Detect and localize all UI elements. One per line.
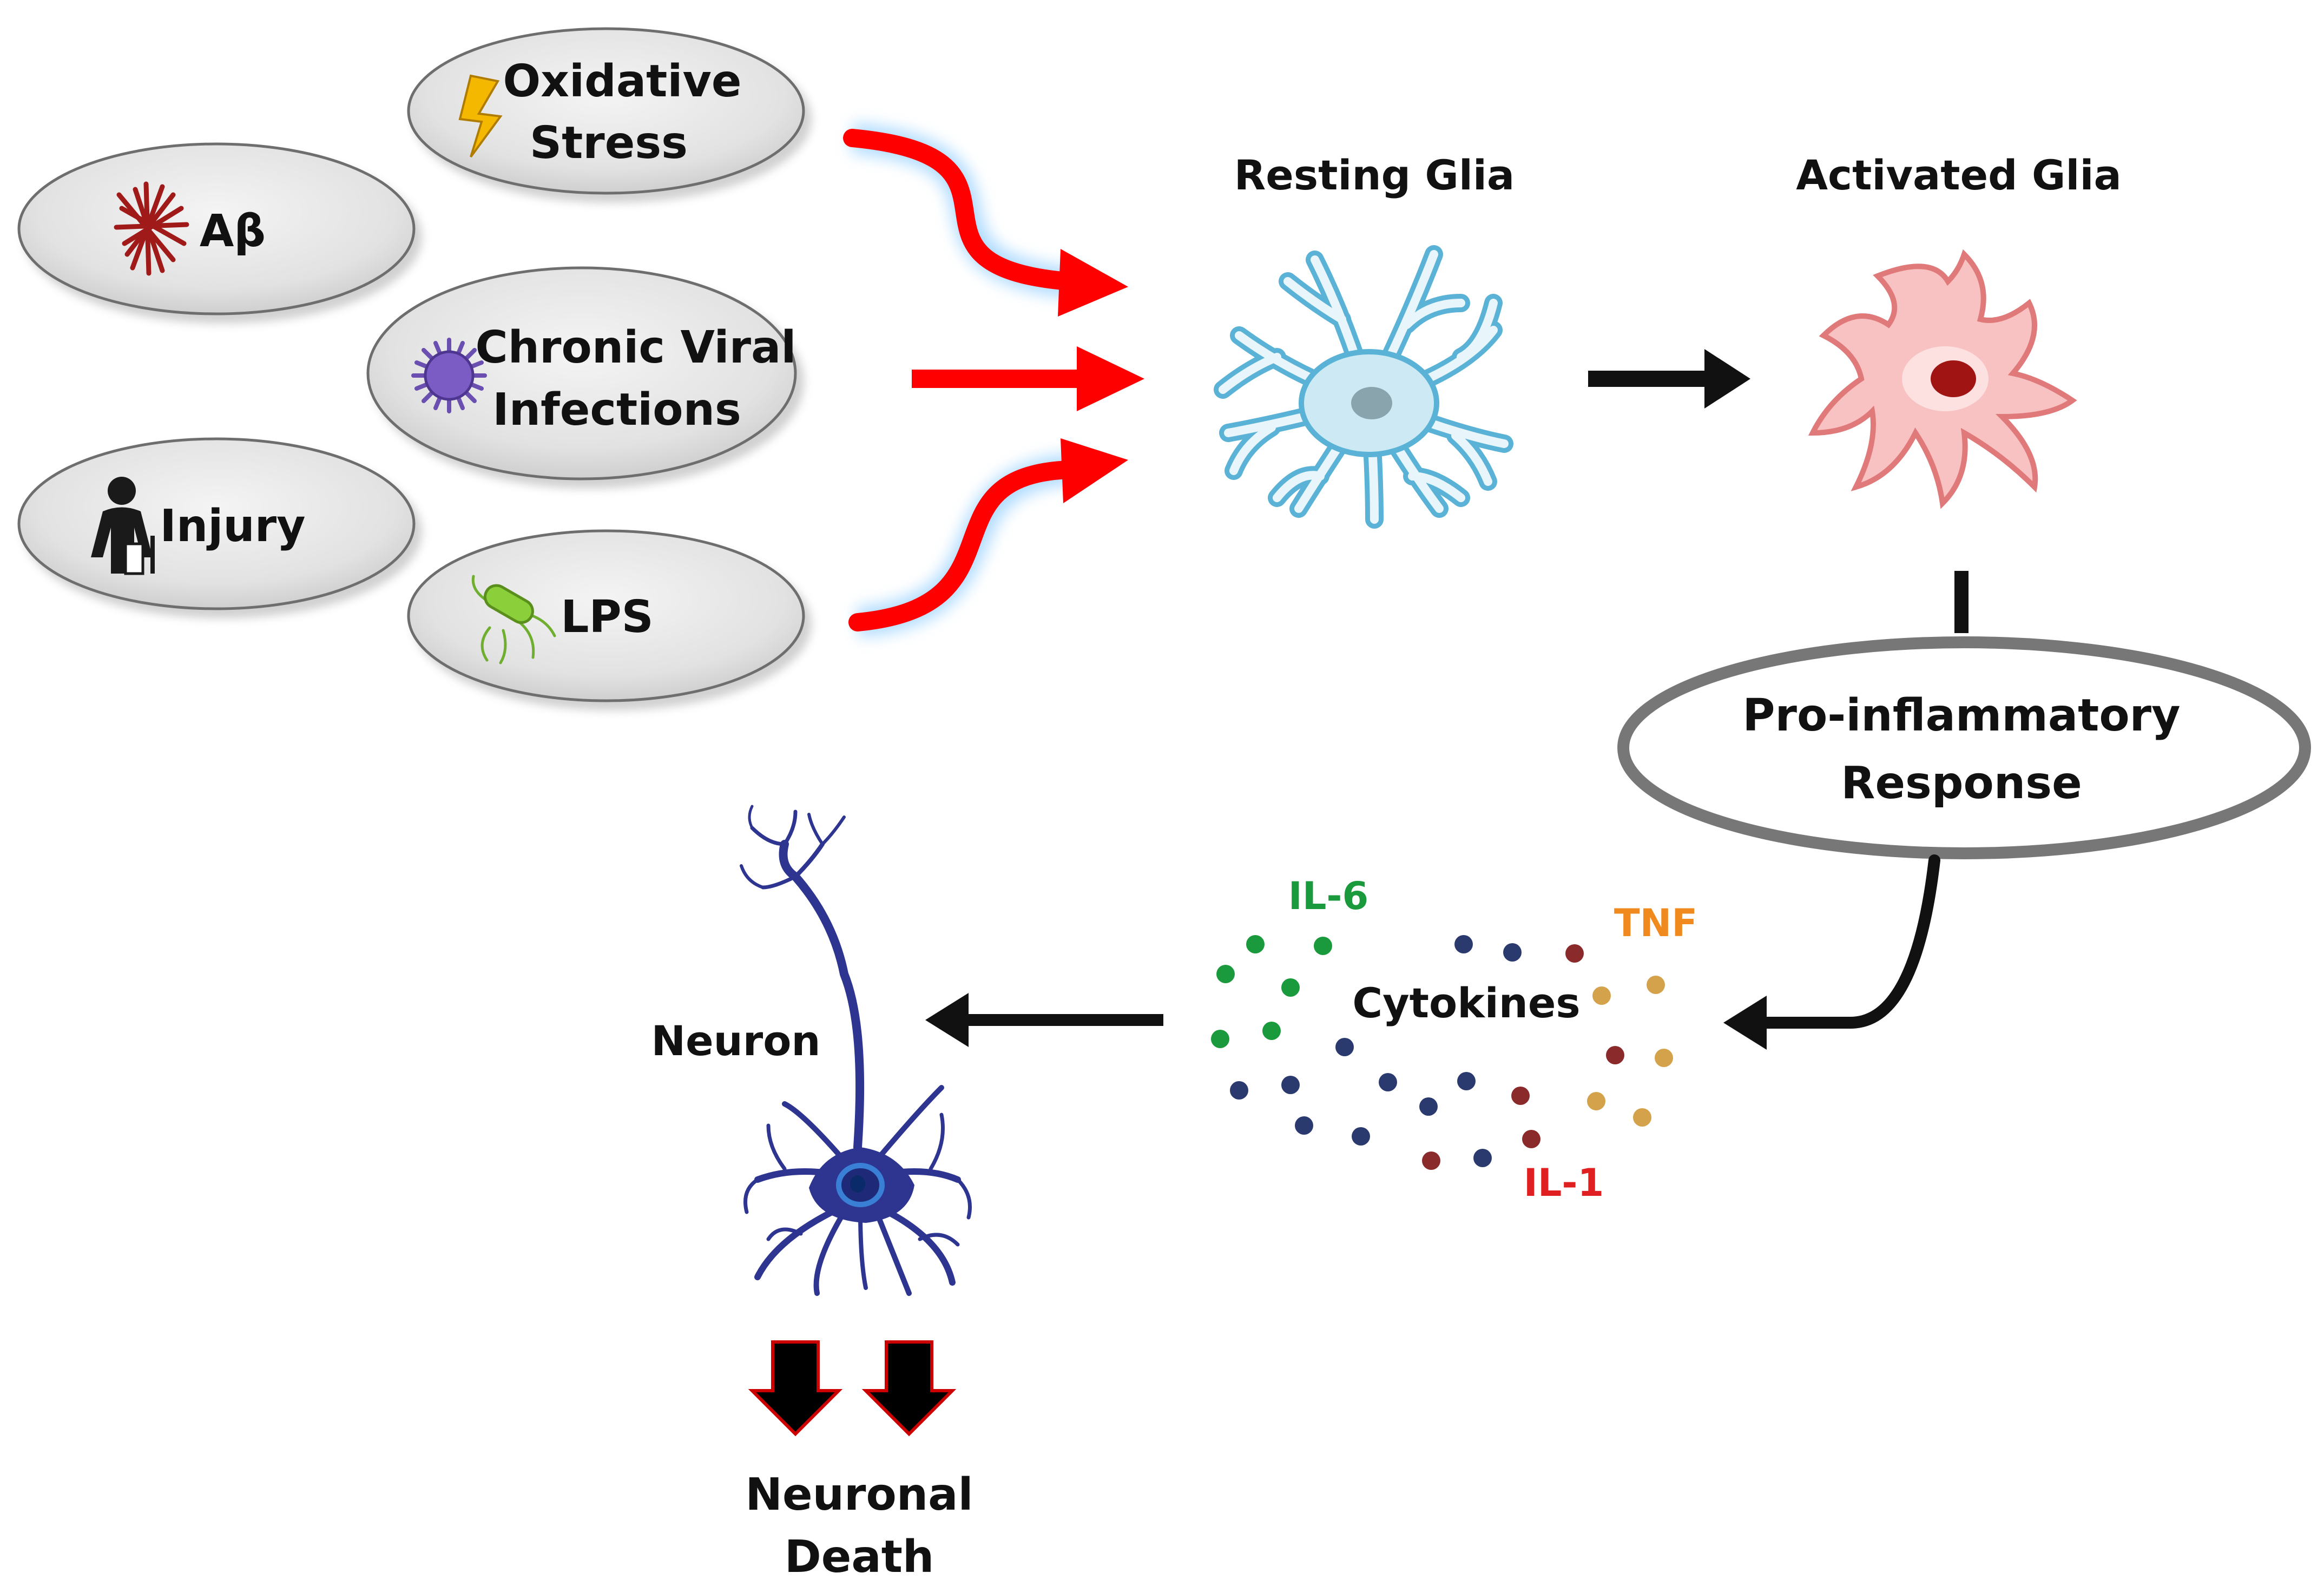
response-line2: Response (1841, 758, 2082, 809)
red-arrow-top (843, 123, 1128, 317)
response-line1: Pro-inflammatory (1742, 690, 2180, 741)
abeta-label: Aβ (200, 206, 266, 257)
cytokine-cluster: IL-6 TNF IL-1 Cytokines (1211, 874, 1697, 1205)
resting-glia-label: Resting Glia (1234, 151, 1515, 199)
neuron-label: Neuron (651, 1017, 820, 1065)
lps-label: LPS (561, 591, 653, 643)
down-arrow-left (748, 1340, 843, 1437)
oxidative-stress-line2: Stress (530, 117, 688, 169)
injury-label: Injury (160, 501, 305, 552)
amyloid-fibril-icon (114, 181, 189, 276)
tnf-dots (1587, 976, 1673, 1127)
activated-glia-cell-icon (1808, 249, 2077, 509)
trigger-oxidative-stress: Oxidative Stress (407, 27, 812, 203)
il6-dots (1211, 935, 1332, 1048)
red-arrows-group (843, 123, 1144, 637)
il1-dots (1422, 944, 1624, 1170)
il1-label: IL-1 (1524, 1161, 1604, 1205)
tnf-label: TNF (1614, 901, 1697, 945)
virus-icon (411, 338, 487, 413)
il6-label: IL-6 (1288, 874, 1368, 918)
cytokines-label: Cytokines (1352, 979, 1580, 1027)
resting-glia-cell-icon (1214, 245, 1513, 529)
generic-cytokine-dots (1230, 935, 1522, 1167)
outcome-line1: Neuronal (745, 1469, 973, 1521)
activated-glia-label: Activated Glia (1796, 151, 2122, 199)
trigger-injury: Injury (17, 437, 422, 618)
down-arrows (748, 1340, 957, 1437)
pro-inflammatory-response: Pro-inflammatory Response (1617, 636, 2311, 859)
viral-line2: Infections (492, 384, 741, 436)
neuron-soma (809, 1147, 914, 1223)
injured-person-icon (91, 477, 155, 575)
red-arrow-bottom (848, 438, 1128, 637)
curved-arrow-to-cytokines (1723, 854, 1940, 1050)
trigger-lps: LPS (407, 529, 812, 710)
oxidative-stress-line1: Oxidative (503, 56, 741, 107)
red-arrow-middle (912, 346, 1144, 411)
viral-line1: Chronic Viral (476, 322, 796, 373)
down-arrow-right (861, 1340, 957, 1437)
lightning-icon (458, 74, 503, 158)
trigger-abeta: Aβ (17, 142, 422, 324)
arrow-to-neuron (925, 993, 1163, 1047)
outcome-line2: Death (785, 1531, 934, 1583)
black-arrow-activation (1588, 349, 1750, 409)
bacteria-icon (471, 575, 556, 664)
trigger-chronic-viral-infections: Chronic Viral Infections (366, 266, 804, 489)
